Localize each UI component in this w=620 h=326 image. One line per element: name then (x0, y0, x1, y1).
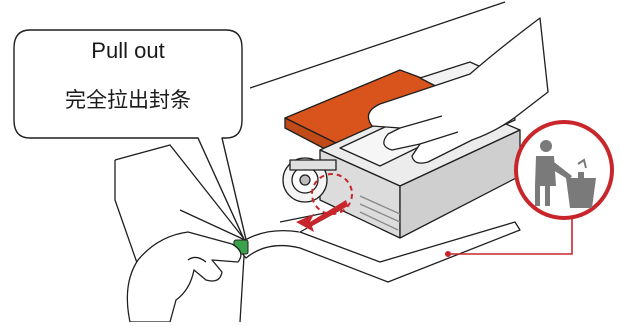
dispose-connector (445, 214, 573, 257)
callout-title: Pull out (91, 38, 165, 63)
hand-pulling-icon (126, 231, 242, 323)
pull-direction-arrow (296, 173, 353, 232)
hand-pressing-icon (367, 17, 549, 164)
callout-subtitle: 完全拉出封条 (65, 88, 191, 112)
dispose-trash-icon (514, 120, 614, 220)
callout-bubble (13, 29, 249, 249)
